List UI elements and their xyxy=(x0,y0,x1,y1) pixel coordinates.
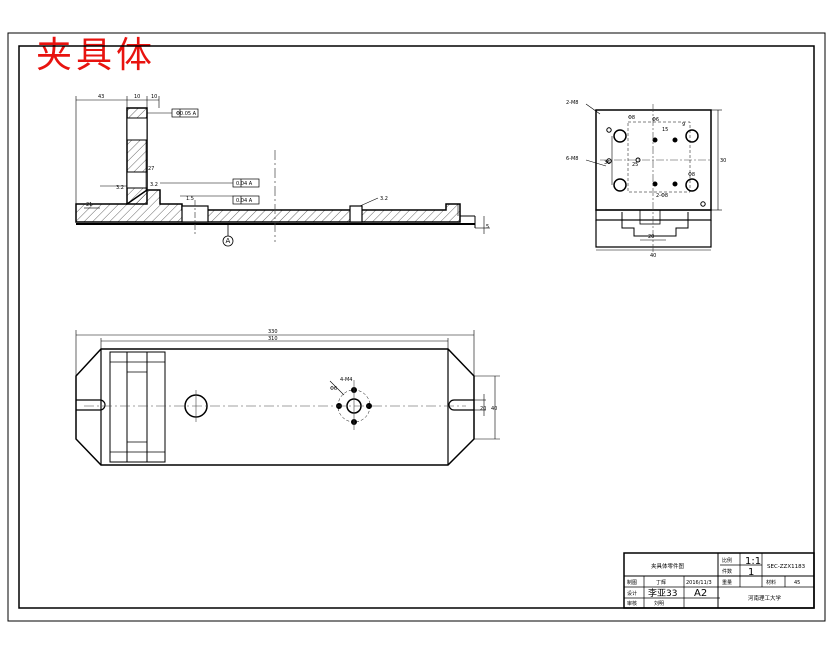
end-dim: Φ6 xyxy=(652,117,659,123)
title-block-text: 夹具体零件图 比例 1:1 件数 1 SEC-ZZX1183 制图 丁辉 201… xyxy=(627,556,806,607)
side-dim: 10 xyxy=(151,94,157,100)
qty-value: 1 xyxy=(748,567,754,578)
drawn-label: 制图 xyxy=(627,579,637,586)
side-dim: 3.2 xyxy=(380,196,388,202)
weight-label: 重量 xyxy=(722,579,732,586)
side-dim: 27 xyxy=(148,166,154,172)
scale-label: 比例 xyxy=(722,557,732,564)
side-dim: 3.2 xyxy=(116,185,124,191)
end-dim: 30 xyxy=(720,158,726,164)
end-view-labels: 2-M8 6-M8 Φ8 Φ6 15 9 25 30 36 2-Φ8 Φ8 40… xyxy=(566,100,726,259)
end-view xyxy=(585,103,722,252)
plan-view-labels: 330 310 4-M4 Φ6 40 20 xyxy=(268,329,497,412)
drawn-by: 丁辉 xyxy=(656,579,666,586)
design-label: 设计 xyxy=(627,590,637,597)
check-value: 刘明 xyxy=(654,600,664,607)
end-dim: 2-Φ8 xyxy=(656,193,668,199)
side-view xyxy=(75,96,490,247)
sheet-size: A2 xyxy=(694,588,707,599)
end-dim: 15 xyxy=(662,127,668,133)
side-dim: 5 xyxy=(486,224,489,230)
datum-label: A xyxy=(226,237,231,245)
side-dim: 21 xyxy=(86,202,92,208)
drawn-date: 2016/11/3 xyxy=(686,580,712,586)
side-dim: Φ0.05 A xyxy=(176,111,197,117)
drawing-number: SEC-ZZX1183 xyxy=(767,564,806,570)
plan-outline xyxy=(75,348,475,466)
end-dim: 9 xyxy=(682,122,685,128)
side-dim: 1.5 xyxy=(186,196,194,202)
plan-dim: 4-M4 xyxy=(340,377,352,383)
side-dim: 10 xyxy=(134,94,140,100)
material-label: 材料 xyxy=(766,579,776,586)
check-label: 审核 xyxy=(627,600,637,607)
side-dim: 3.2 xyxy=(150,182,158,188)
plan-view xyxy=(75,330,500,466)
end-dim: 2-M8 xyxy=(566,100,578,106)
plan-dim: 40 xyxy=(491,406,497,412)
plan-dim: 330 xyxy=(268,329,278,335)
outer-border xyxy=(7,32,826,622)
end-dim: Φ8 xyxy=(628,115,635,121)
side-dim: 0.04 A xyxy=(236,181,253,187)
drawing-title: 夹具体 xyxy=(36,35,157,76)
end-dim: 40 xyxy=(650,253,656,259)
qty-label: 件数 xyxy=(722,568,732,575)
end-dim: 36 xyxy=(604,160,610,166)
side-view-labels: 43 10 10 3.2 27 Φ0.05 A 0.04 A 3.2 1.5 0… xyxy=(86,94,489,245)
scale-value: 1:1 xyxy=(745,556,761,567)
school-name: 河南理工大学 xyxy=(748,594,782,602)
end-dim: 20 xyxy=(648,234,654,240)
design-value: 李亚33 xyxy=(648,587,677,599)
plan-dim: 310 xyxy=(268,336,278,342)
material-value: 45 xyxy=(794,580,800,586)
plan-dim: 20 xyxy=(480,406,486,412)
end-dim: 6-M8 xyxy=(566,156,578,162)
end-dim: Φ8 xyxy=(688,172,695,178)
end-dim: 25 xyxy=(632,162,638,168)
title-block xyxy=(623,552,815,609)
part-name: 夹具体零件图 xyxy=(651,562,685,570)
side-dim: 0.04 A xyxy=(236,198,253,204)
inner-border xyxy=(18,45,815,609)
plan-dim: Φ6 xyxy=(330,386,337,392)
side-dim: 43 xyxy=(98,94,104,100)
